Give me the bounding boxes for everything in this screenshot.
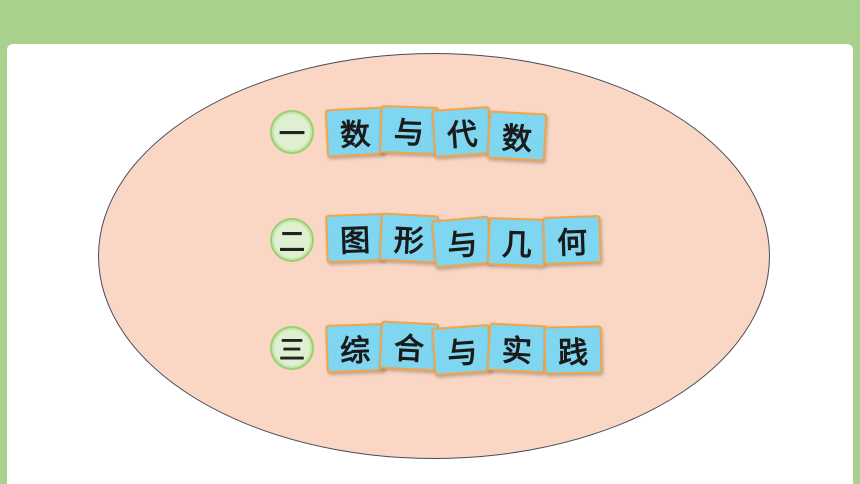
char-tile: 何 bbox=[542, 215, 602, 265]
char-tile: 与 bbox=[379, 105, 439, 155]
char-tile: 践 bbox=[543, 325, 603, 375]
char-tile: 与 bbox=[431, 324, 493, 376]
char-tile: 数 bbox=[324, 106, 386, 158]
char-tile: 实 bbox=[486, 322, 548, 374]
char-tile: 形 bbox=[378, 212, 440, 264]
char-tile: 综 bbox=[325, 323, 385, 373]
char-tile: 数 bbox=[486, 110, 548, 162]
section-number-1: 一 bbox=[270, 110, 314, 154]
char-tile: 合 bbox=[378, 320, 440, 372]
section-number-3: 三 bbox=[270, 326, 314, 370]
section-number-2: 二 bbox=[270, 218, 314, 262]
char-tile: 代 bbox=[431, 106, 493, 158]
char-tile: 与 bbox=[431, 215, 493, 269]
char-tile: 图 bbox=[325, 213, 385, 263]
char-tile: 几 bbox=[487, 217, 547, 267]
